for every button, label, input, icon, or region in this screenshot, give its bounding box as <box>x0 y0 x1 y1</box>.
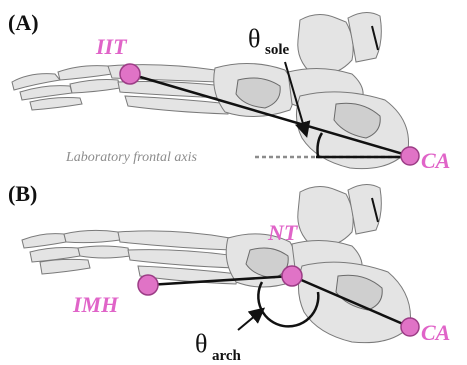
imh-marker <box>138 275 158 295</box>
foot-skeleton-b <box>22 184 411 342</box>
ca-marker-a <box>401 147 419 165</box>
iit-marker <box>120 64 140 84</box>
arch-angle-arrow <box>238 310 262 330</box>
theta-sole-subscript: sole <box>265 42 290 58</box>
panel-b-label: (B) <box>8 181 37 206</box>
foot-skeleton-a <box>12 12 409 168</box>
panel-a-label: (A) <box>8 10 39 35</box>
ca-label-a: CA <box>421 148 450 173</box>
theta-arch-symbol: θ <box>195 329 207 358</box>
nt-marker <box>282 266 302 286</box>
theta-sole-symbol: θ <box>248 24 260 53</box>
panel-b: (B) <box>8 181 450 364</box>
frontal-axis-label: Laboratory frontal axis <box>65 150 197 165</box>
panel-a: (A) Labora <box>8 10 450 173</box>
ca-marker-b <box>401 318 419 336</box>
nt-label: NT <box>267 220 299 245</box>
imh-label: IMH <box>72 292 119 317</box>
theta-arch-subscript: arch <box>212 348 242 364</box>
iit-label: IIT <box>95 34 128 59</box>
ca-label-b: CA <box>421 320 450 345</box>
